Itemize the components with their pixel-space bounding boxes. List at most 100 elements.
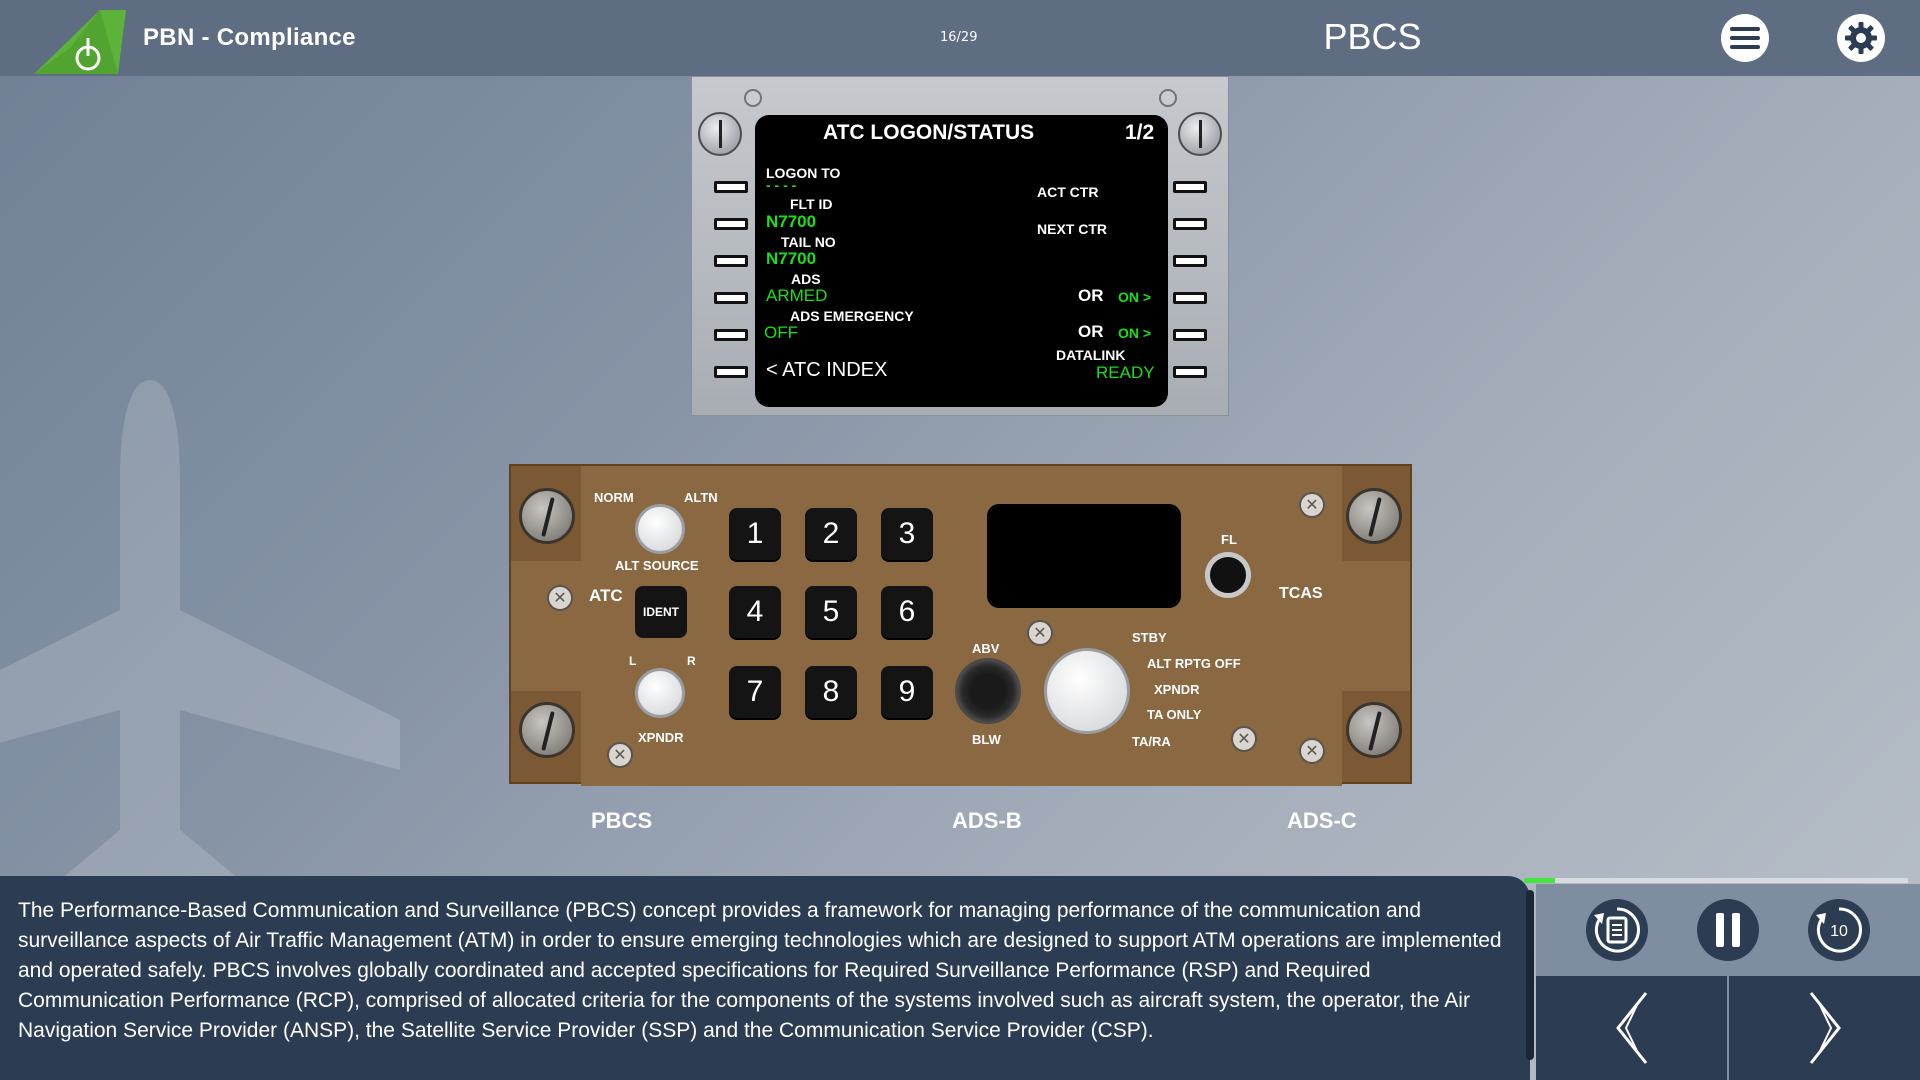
xpndr-l-label: L <box>629 654 637 668</box>
atc-index-link[interactable]: < ATC INDEX <box>766 359 888 381</box>
key-5[interactable]: 5 <box>805 586 857 638</box>
panel-screw <box>1346 702 1402 758</box>
tcas-mode-selector[interactable] <box>1044 648 1130 734</box>
settings-button[interactable] <box>1837 14 1885 62</box>
brightness-knob-left[interactable] <box>698 112 742 156</box>
x-screw: ✕ <box>1027 620 1053 646</box>
on-option-2[interactable]: ON > <box>1118 325 1152 341</box>
atc-label: ATC <box>589 586 623 605</box>
pause-button[interactable] <box>1697 899 1759 961</box>
caption-adsc: ADS-C <box>1287 808 1357 833</box>
brightness-knob-right[interactable] <box>1178 112 1222 156</box>
alt-source-label: ALT SOURCE <box>615 558 699 573</box>
xpndr-r-label: R <box>687 654 696 668</box>
menu-button[interactable] <box>1721 14 1769 62</box>
cdu-page-number: 1/2 <box>1125 121 1155 144</box>
x-screw: ✕ <box>1299 738 1325 764</box>
abv-blw-switch[interactable] <box>955 658 1021 724</box>
line-select-key-1r[interactable] <box>1173 181 1207 193</box>
narration-text: The Performance-Based Communication and … <box>18 899 1502 1042</box>
page-counter: 16/29 <box>940 30 978 45</box>
line-select-key-1l[interactable] <box>714 181 748 193</box>
transponder-display <box>987 504 1181 608</box>
panel-screw <box>1346 488 1402 544</box>
norm-label: NORM <box>594 490 634 505</box>
line-select-key-6l[interactable] <box>714 366 748 378</box>
replay-seconds-label: 10 <box>1830 923 1848 940</box>
screw <box>744 89 762 107</box>
tail-no-label: TAIL NO <box>781 234 836 250</box>
on-option-1[interactable]: ON > <box>1118 289 1152 305</box>
line-select-key-4r[interactable] <box>1173 292 1207 304</box>
screw <box>1159 89 1177 107</box>
ident-button[interactable]: IDENT <box>635 586 687 638</box>
transcript-button[interactable] <box>1586 899 1648 961</box>
line-select-key-2r[interactable] <box>1173 218 1207 230</box>
panel-screw <box>519 702 575 758</box>
ads-value: ARMED <box>766 286 828 305</box>
alt-source-selector[interactable] <box>635 504 685 554</box>
key-9[interactable]: 9 <box>881 666 933 718</box>
key-6[interactable]: 6 <box>881 586 933 638</box>
flt-id-value: N7700 <box>766 212 817 231</box>
line-select-key-6r[interactable] <box>1173 366 1207 378</box>
tcas-label: TCAS <box>1279 584 1323 604</box>
xpndr-selector-label: XPNDR <box>638 730 684 745</box>
chevron-right-icon <box>1809 992 1841 1064</box>
or-label-2: OR <box>1078 322 1104 341</box>
mode-ta-ra-label: TA/RA <box>1132 734 1171 749</box>
replay-10-icon: 10 <box>1816 907 1862 953</box>
tail-no-value: N7700 <box>766 249 817 268</box>
next-button[interactable] <box>1729 976 1920 1080</box>
line-select-key-3l[interactable] <box>714 255 748 267</box>
panel-face <box>581 466 1342 786</box>
progress-bar[interactable] <box>1524 878 1908 883</box>
x-screw: ✕ <box>1299 492 1325 518</box>
panel-edge-left <box>511 561 581 691</box>
cdu-page-title: ATC LOGON/STATUS <box>823 121 1035 144</box>
key-4[interactable]: 4 <box>729 586 781 638</box>
mode-xpndr-label: XPNDR <box>1154 682 1200 697</box>
key-8[interactable]: 8 <box>805 666 857 718</box>
flt-id-label: FLT ID <box>790 196 833 212</box>
act-ctr-label: ACT CTR <box>1037 184 1099 200</box>
line-select-key-5l[interactable] <box>714 329 748 341</box>
transponder-panel: ✕ ✕ ✕ ✕ ✕ ✕ NORM ALTN ALT SOURCE ATC IDE… <box>509 464 1412 786</box>
panel-screw <box>519 488 575 544</box>
line-select-key-4l[interactable] <box>714 292 748 304</box>
line-select-key-5r[interactable] <box>1173 329 1207 341</box>
gear-icon <box>1845 22 1877 54</box>
narration-text-panel: The Performance-Based Communication and … <box>0 876 1530 1080</box>
logon-to-label: LOGON TO <box>766 165 841 181</box>
caption-pbcs: PBCS <box>591 808 653 833</box>
replay-10-button[interactable]: 10 <box>1808 899 1870 961</box>
x-screw: ✕ <box>607 742 633 768</box>
xpndr-selector[interactable] <box>635 668 685 718</box>
ads-label: ADS <box>791 271 821 287</box>
mode-alt-rptg-off-label: ALT RPTG OFF <box>1147 656 1241 671</box>
caption-adsb: ADS-B <box>952 808 1022 833</box>
x-screw: ✕ <box>547 585 573 611</box>
key-1[interactable]: 1 <box>729 508 781 560</box>
key-3[interactable]: 3 <box>881 508 933 560</box>
x-screw: ✕ <box>1231 726 1257 752</box>
background-aircraft-silhouette <box>0 380 400 910</box>
key-2[interactable]: 2 <box>805 508 857 560</box>
transcript-icon <box>1594 907 1640 953</box>
altn-label: ALTN <box>684 490 718 505</box>
media-controls: 10 <box>1536 884 1920 1080</box>
key-7[interactable]: 7 <box>729 666 781 718</box>
line-select-key-2l[interactable] <box>714 218 748 230</box>
pause-icon <box>1716 913 1740 947</box>
blw-label: BLW <box>972 732 1001 747</box>
text-scrollbar[interactable] <box>1526 890 1534 1060</box>
line-select-key-3r[interactable] <box>1173 255 1207 267</box>
cdu-display-unit: ATC LOGON/STATUS 1/2 LOGON TO - - - - FL… <box>691 76 1229 416</box>
tail-fin-logo-icon <box>34 10 126 74</box>
logon-to-value: - - - - <box>766 177 797 193</box>
fl-knob[interactable] <box>1205 552 1251 598</box>
section-title: PBCS <box>1323 16 1422 57</box>
ads-emergency-label: ADS EMERGENCY <box>790 308 914 324</box>
app-title: PBN - Compliance <box>143 24 356 51</box>
previous-button[interactable] <box>1536 976 1727 1080</box>
